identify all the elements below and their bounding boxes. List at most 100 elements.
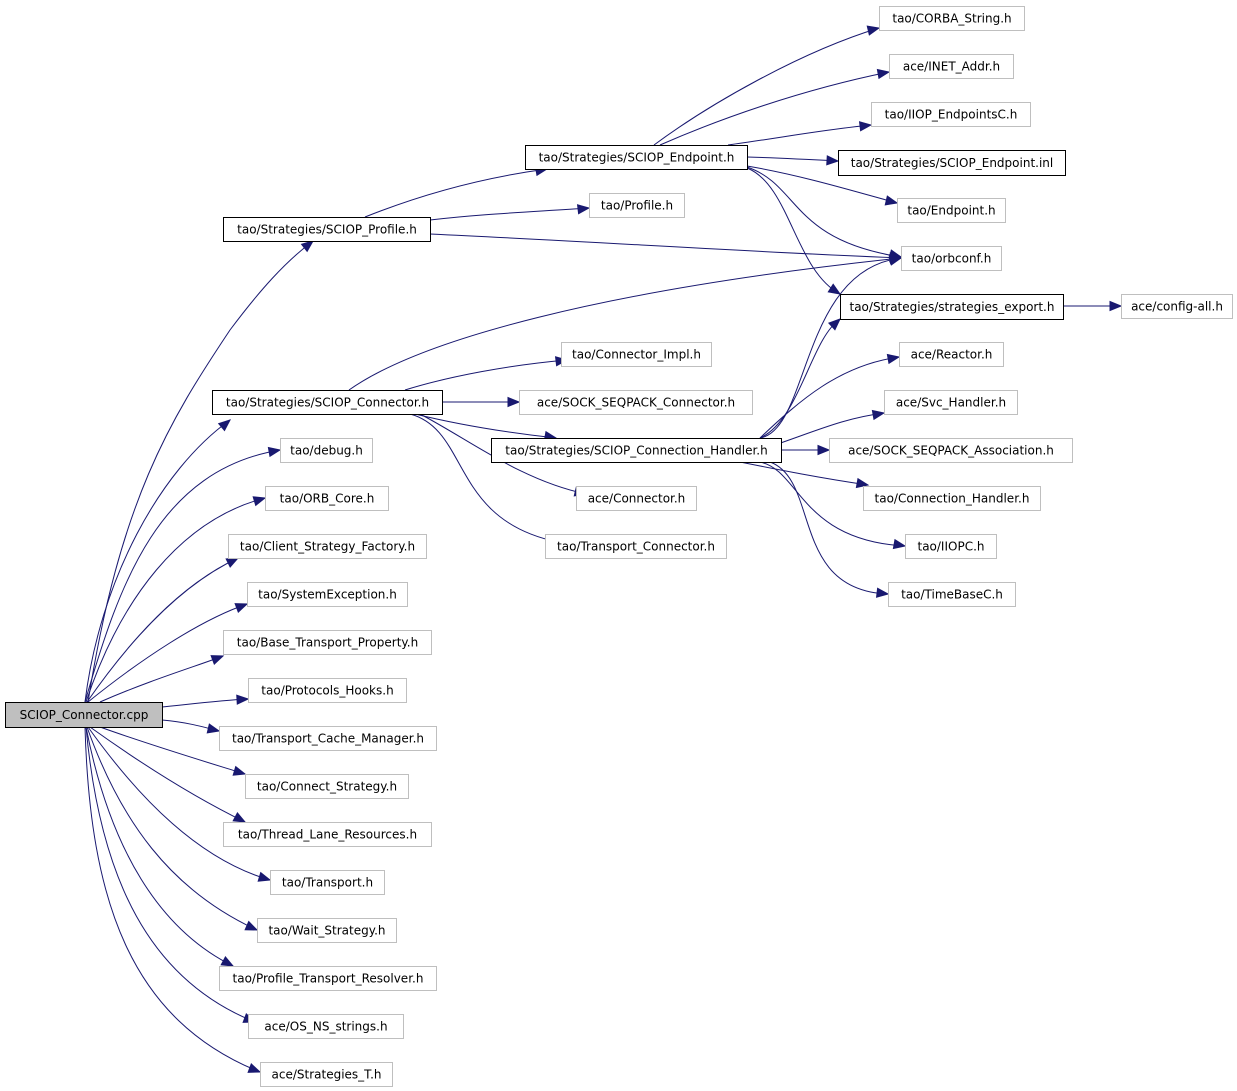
node-base-transport-property-h[interactable]: tao/Base_Transport_Property.h [223,630,432,655]
node-sciop-endpoint-inl[interactable]: tao/Strategies/SCIOP_Endpoint.inl [838,150,1066,176]
node-debug-h[interactable]: tao/debug.h [280,438,373,463]
node-label: tao/orbconf.h [912,252,992,266]
node-os-ns-strings-h[interactable]: ace/OS_NS_strings.h [248,1014,404,1039]
node-label: tao/Strategies/SCIOP_Endpoint.h [539,151,735,165]
node-label: ace/config-all.h [1131,300,1223,314]
edge-line [99,726,246,775]
node-connector-impl-h[interactable]: tao/Connector_Impl.h [561,342,712,367]
edge-line [99,655,224,703]
edge-line [85,726,256,1023]
node-box [899,342,1004,367]
node-box [897,198,1006,223]
edge-root-to-transport_cache_manager_h [161,719,221,734]
node-box [1121,294,1233,319]
edge-sciop_connection_handler_h-to-connection_handler_h [739,461,870,489]
node-ace-connector-h[interactable]: ace/Connector.h [576,486,697,511]
node-sock-seqpack-association-h[interactable]: ace/SOCK_SEQPACK_Association.h [829,438,1073,463]
node-strategies-export-h[interactable]: tao/Strategies/strategies_export.h [840,294,1064,320]
edge-line [746,167,841,295]
edge-sciop_connection_handler_h-to-strategies_export_h [759,318,841,439]
node-box [5,702,163,728]
node-sciop-connection-handler-h[interactable]: tao/Strategies/SCIOP_Connection_Handler.… [491,438,782,463]
edge-arrowhead [225,557,240,568]
node-corba-string-h[interactable]: tao/CORBA_String.h [879,6,1025,31]
edge-sciop_endpoint_h-to-endpoint_h [746,165,899,206]
node-sock-seqpack-connector-h[interactable]: ace/SOCK_SEQPACK_Connector.h [519,390,753,415]
edge-line [746,165,898,204]
node-box [219,966,437,991]
edge-line [89,726,246,823]
node-connection-handler-h[interactable]: tao/Connection_Handler.h [863,486,1041,511]
edge-arrowhead [827,318,841,331]
edge-sciop_connection_handler_h-to-timebasec_h [769,461,890,598]
node-orb-core-h[interactable]: tao/ORB_Core.h [265,486,389,511]
node-transport-h[interactable]: tao/Transport.h [270,870,385,895]
node-label: tao/Transport_Connector.h [557,540,715,554]
node-profile-transport-resolver-h[interactable]: tao/Profile_Transport_Resolver.h [219,966,437,991]
node-box [576,486,697,511]
node-box [829,438,1073,463]
node-iiop-endpointsc-h[interactable]: tao/IIOP_EndpointsC.h [871,102,1031,127]
node-orbconf-h[interactable]: tao/orbconf.h [901,246,1002,271]
node-thread-lane-resources-h[interactable]: tao/Thread_Lane_Resources.h [223,822,432,847]
edge-arrowhead [858,121,873,132]
node-box [888,582,1016,607]
node-svc-handler-h[interactable]: ace/Svc_Handler.h [884,390,1018,415]
edge-arrowhead [232,765,247,776]
edge-arrowhead [236,694,250,705]
node-timebasec-h[interactable]: tao/TimeBaseC.h [888,582,1016,607]
edge-sciop_connection_handler_h-to-orbconf_h [759,255,903,439]
node-box [905,534,997,559]
node-strategies-t-h[interactable]: ace/Strategies_T.h [260,1062,393,1087]
node-box [247,582,408,607]
node-protocols-hooks-h[interactable]: tao/Protocols_Hooks.h [248,678,407,703]
node-label: ace/Svc_Handler.h [896,396,1006,410]
edge-root-to-sciop_profile_h [87,240,315,703]
node-label: tao/Thread_Lane_Resources.h [238,828,417,842]
edge-line [161,698,249,708]
edge-arrowhead [220,955,235,967]
node-inet-addr-h[interactable]: ace/INET_Addr.h [889,54,1014,79]
node-box [257,918,397,943]
edge-arrowhead [300,240,315,253]
node-iiopc-h[interactable]: tao/IIOPC.h [905,534,997,559]
node-wait-strategy-h[interactable]: tao/Wait_Strategy.h [257,918,397,943]
edge-sciop_endpoint_h-to-inet_addr_h [659,68,891,146]
edge-line [429,233,902,259]
edge-root-to-protocols_hooks_h [161,694,250,708]
edge-line [409,413,559,543]
node-box [228,534,427,559]
edge-root-to-profile_transport_resolver_h [85,726,235,967]
edge-arrowhead [576,204,591,215]
node-box [589,193,685,218]
edge-line [429,207,590,221]
edge-strategies_export_h-to-config_all_h [1063,300,1123,312]
edge-line [414,413,557,439]
edge-root-to-client_strategy_factory_h [86,557,240,703]
edge-line [86,557,239,703]
node-box [219,726,437,751]
node-sciop-endpoint-h[interactable]: tao/Strategies/SCIOP_Endpoint.h [525,145,748,170]
edge-sciop_connector_h-to-connector_impl_h [404,356,569,391]
node-root[interactable]: SCIOP_Connector.cpp [5,702,163,728]
node-label: ace/Connector.h [588,492,686,506]
node-sciop-connector-h[interactable]: tao/Strategies/SCIOP_Connector.h [212,390,443,415]
node-connect-strategy-h[interactable]: tao/Connect_Strategy.h [245,774,409,799]
node-transport-connector-h[interactable]: tao/Transport_Connector.h [545,534,727,559]
edge-line [746,166,902,258]
node-box [889,54,1014,79]
edge-arrowhead [884,195,899,206]
node-client-strategy-factory-h[interactable]: tao/Client_Strategy_Factory.h [228,534,427,559]
node-transport-cache-manager-h[interactable]: tao/Transport_Cache_Manager.h [219,726,437,751]
edge-root-to-debug_h [84,446,282,703]
node-reactor-h[interactable]: ace/Reactor.h [899,342,1004,367]
node-profile-h[interactable]: tao/Profile.h [589,193,685,218]
node-label: ace/Reactor.h [911,348,993,362]
node-config-all-h[interactable]: ace/config-all.h [1121,294,1233,319]
node-system-exception-h[interactable]: tao/SystemException.h [247,582,408,607]
node-sciop-profile-h[interactable]: tao/Strategies/SCIOP_Profile.h [223,217,431,242]
node-endpoint-h[interactable]: tao/Endpoint.h [897,198,1006,223]
edge-arrowhead [1109,300,1123,312]
node-label: ace/OS_NS_strings.h [264,1020,387,1034]
node-box [561,342,712,367]
